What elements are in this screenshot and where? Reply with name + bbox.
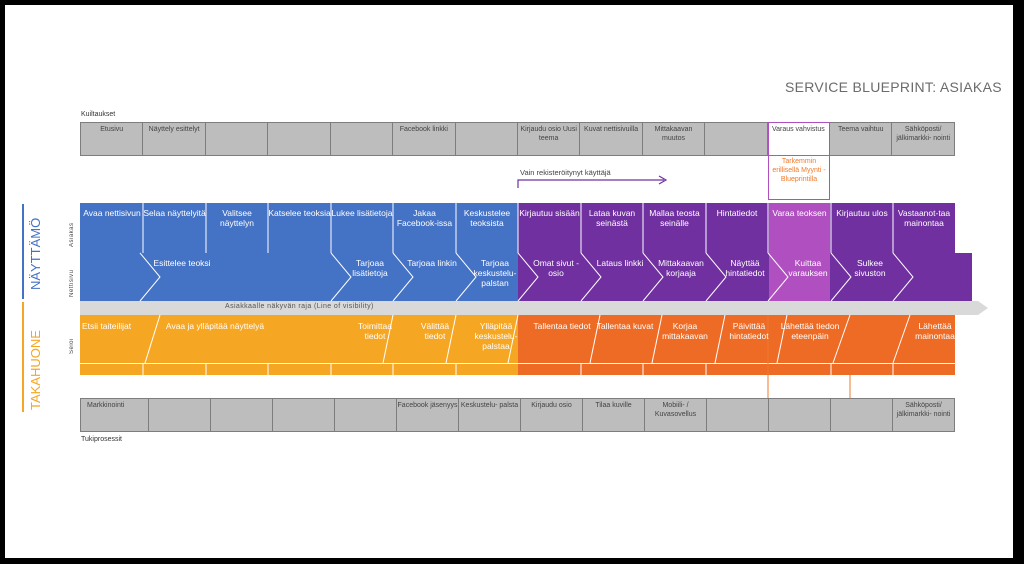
page-title: SERVICE BLUEPRINT: ASIAKAS <box>785 79 1002 95</box>
nettisivu-cell: Mittakaavan korjaaja <box>658 258 704 278</box>
nettisivu-cell: Tarjoaa keskustelu-palstan <box>473 258 517 288</box>
bottom-cell <box>769 399 831 431</box>
seioi-bg-orange <box>518 315 955 363</box>
nettisivu-bg-purple-2 <box>830 253 972 301</box>
bottom-cell <box>335 399 397 431</box>
bottom-cell <box>831 399 893 431</box>
asiakas-cell: Jakaa Facebook-issa <box>396 208 453 228</box>
seioi-cell: Korjaa mittakaavan <box>662 321 708 341</box>
nettisivu-cell: Näyttää hintatiedot <box>725 258 765 278</box>
asiakas-cell: Avaa nettisivun <box>83 208 141 218</box>
top-cell <box>455 123 518 155</box>
thin-bar-orange <box>518 364 955 375</box>
top-strip: Etusivu Näyttely esittelyt Facebook link… <box>80 122 955 156</box>
bottom-cell: Facebook jäsenyys <box>397 399 459 431</box>
visibility-label: Asiakkaalle näkyvän raja (Line of visibi… <box>225 303 374 310</box>
asiakas-cell: Katselee teoksia <box>268 208 331 218</box>
seioi-cell: Etsii taiteilijat <box>82 321 132 331</box>
nettisivu-cell: Omat sivut -osio <box>533 258 579 278</box>
seioi-cell: Lähettää mainontaa <box>915 321 955 341</box>
seioi-cell: Tallentaa kuvat <box>596 321 654 331</box>
bottom-cell: Kirjaudu osio <box>521 399 583 431</box>
nettisivu-cell: Kuittaa varauksen <box>788 258 828 278</box>
top-cell <box>205 123 269 155</box>
registered-arrow <box>517 175 668 188</box>
thin-bar-yellow <box>80 364 518 375</box>
bottom-cell <box>149 399 211 431</box>
takahuone-bar <box>22 302 24 412</box>
bottom-cell: Keskustelu- palsta <box>459 399 521 431</box>
top-cell <box>268 123 331 155</box>
asiakas-cell: Selaa näyttelyitä <box>143 208 206 218</box>
nettisivu-cell: Tarjoaa lisätietoja <box>352 258 388 278</box>
top-cell: Teema vaihtuu <box>830 123 893 155</box>
asiakas-cell: Valitsee näyttelyn <box>219 208 255 228</box>
nettisivu-bg-purple <box>518 253 769 301</box>
asiakas-cell: Lataa kuvan seinästä <box>588 208 636 228</box>
top-cell: Etusivu <box>81 123 144 155</box>
kuiltaukset-label: Kuiltaukset <box>81 111 116 118</box>
top-cell-highlight: Varaus vahvistus <box>767 123 831 155</box>
asiakas-cell: Hintatiedot <box>716 208 758 218</box>
bottom-cell <box>211 399 273 431</box>
nettisivu-bg-blue <box>80 253 518 301</box>
nettisivu-bg-pink <box>769 253 830 301</box>
bottom-strip: Markkinointi Facebook jäsenyys Keskustel… <box>80 398 955 432</box>
nettisivu-cell: Esittelee teoksi <box>153 258 211 268</box>
seioi-cell: Välittää tiedot <box>420 321 450 341</box>
seioi-cell: Tallentaa tiedot <box>533 321 591 331</box>
bottom-cell: Markkinointi <box>81 399 149 431</box>
highlight-frame <box>768 122 830 200</box>
bottom-cell: Tilaa kuville <box>583 399 645 431</box>
registered-note: Vain rekisteröitynyt käyttäjä <box>520 168 611 177</box>
bottom-cell <box>273 399 335 431</box>
asiakas-cell: Varaa teoksen <box>772 208 827 218</box>
tukiprosessit-label: Tukiprosessit <box>81 436 122 443</box>
visibility-line <box>80 301 988 315</box>
asiakas-bg-pink <box>769 203 830 253</box>
seioi-cell: Avaa ja ylläpitää näyttelyä <box>165 321 265 331</box>
seioi-cell: Päivittää hintatiedot <box>729 321 769 341</box>
bottom-cell: Mobiili- / Kuvasovellus <box>645 399 707 431</box>
top-cell: Kirjaudu osio Uusi teema <box>517 123 581 155</box>
naytamo-bar <box>22 204 24 299</box>
asiakas-cell: Mallaa teosta seinälle <box>649 208 700 228</box>
asiakas-cell: Lukee lisätietoja <box>331 208 393 218</box>
asiakas-cell: Keskustelee teoksista <box>463 208 511 228</box>
asiakas-cell: Kirjautuu sisään <box>519 208 580 218</box>
bottom-cell <box>707 399 769 431</box>
top-cell: Sähköposti/ jälkimarkki- nointi <box>892 123 954 155</box>
top-cell: Facebook linkki <box>393 123 456 155</box>
nettisivu-cell: Tarjoaa linkin <box>407 258 457 268</box>
bottom-cell: Sähköposti/ jälkimarkki- nointi <box>893 399 954 431</box>
seioi-cell: Ylläpitää keskustelu-palstaa <box>474 321 518 351</box>
asiakas-cell: Kirjautuu ulos <box>836 208 888 218</box>
top-cell <box>330 123 394 155</box>
asiakas-cell: Vastaanot-taa mainontaa <box>897 208 951 228</box>
top-cell <box>705 123 768 155</box>
seioi-cell: Lähettää tiedon eteenpäin <box>780 321 840 341</box>
top-cell: Näyttely esittelyt <box>143 123 206 155</box>
top-cell: Kuvat nettisivuilla <box>580 123 643 155</box>
nettisivu-cell: Lataus linkki <box>596 258 644 268</box>
seioi-cell: Toimittaa tiedot <box>357 321 392 341</box>
asiakas-bg-blue <box>80 203 518 253</box>
orange-note: Tarkemmin erillisellä Myynti - Blueprint… <box>772 158 826 183</box>
top-cell: Mittakaavan muutos <box>642 123 706 155</box>
nettisivu-cell: Sulkee sivuston <box>854 258 886 278</box>
